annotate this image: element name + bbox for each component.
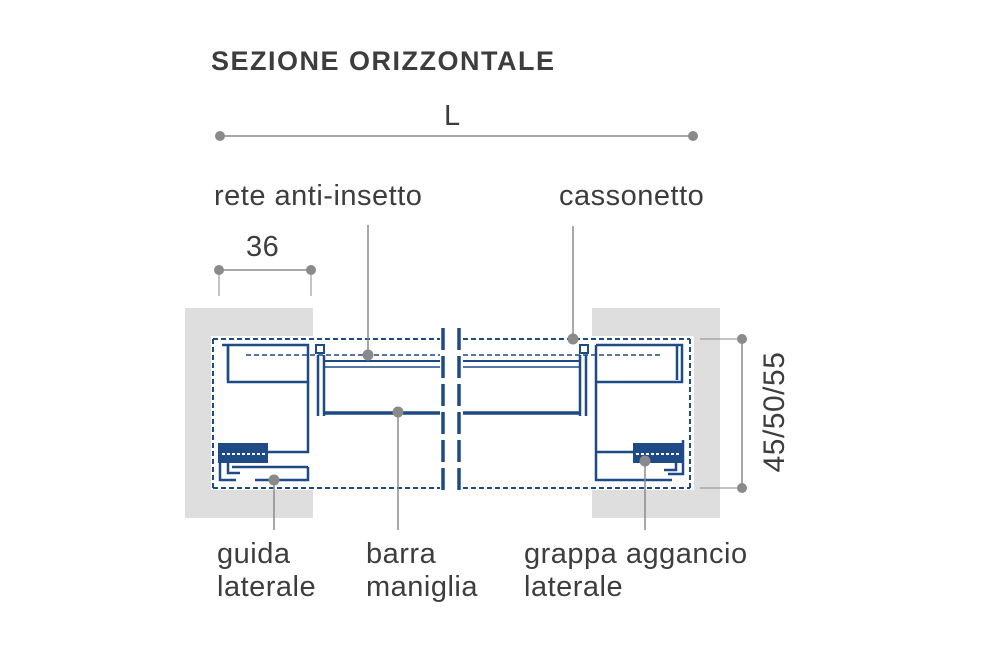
- leader-rete: [362, 225, 374, 361]
- dimension-l-label: L: [444, 100, 461, 132]
- label-barra-line2: maniglia: [366, 571, 478, 603]
- leader-cassonetto: [567, 226, 579, 345]
- leader-grappa: [639, 455, 651, 530]
- label-grappa-line2: laterale: [524, 571, 624, 603]
- leader-guida: [268, 474, 280, 530]
- label-rete-anti-insetto: rete anti-insetto: [214, 180, 423, 212]
- dimension-l-line: [215, 131, 698, 141]
- label-grappa-line1: grappa aggancio: [524, 538, 748, 570]
- right-moving-bar: [463, 344, 589, 416]
- label-guida-line1: guida: [217, 538, 291, 570]
- left-moving-bar: [315, 344, 440, 416]
- dimension-height-line: [700, 334, 747, 493]
- dimension-height-label: 45/50/55: [758, 351, 791, 473]
- label-barra-line1: barra: [366, 538, 437, 570]
- break-marks: [441, 328, 461, 496]
- leader-barra: [392, 406, 404, 530]
- dimension-36-line: [214, 265, 316, 296]
- dimension-36-label: 36: [246, 231, 280, 263]
- label-guida-line2: laterale: [217, 571, 317, 603]
- diagram-title: SEZIONE ORIZZONTALE: [211, 46, 556, 76]
- label-cassonetto: cassonetto: [559, 180, 705, 212]
